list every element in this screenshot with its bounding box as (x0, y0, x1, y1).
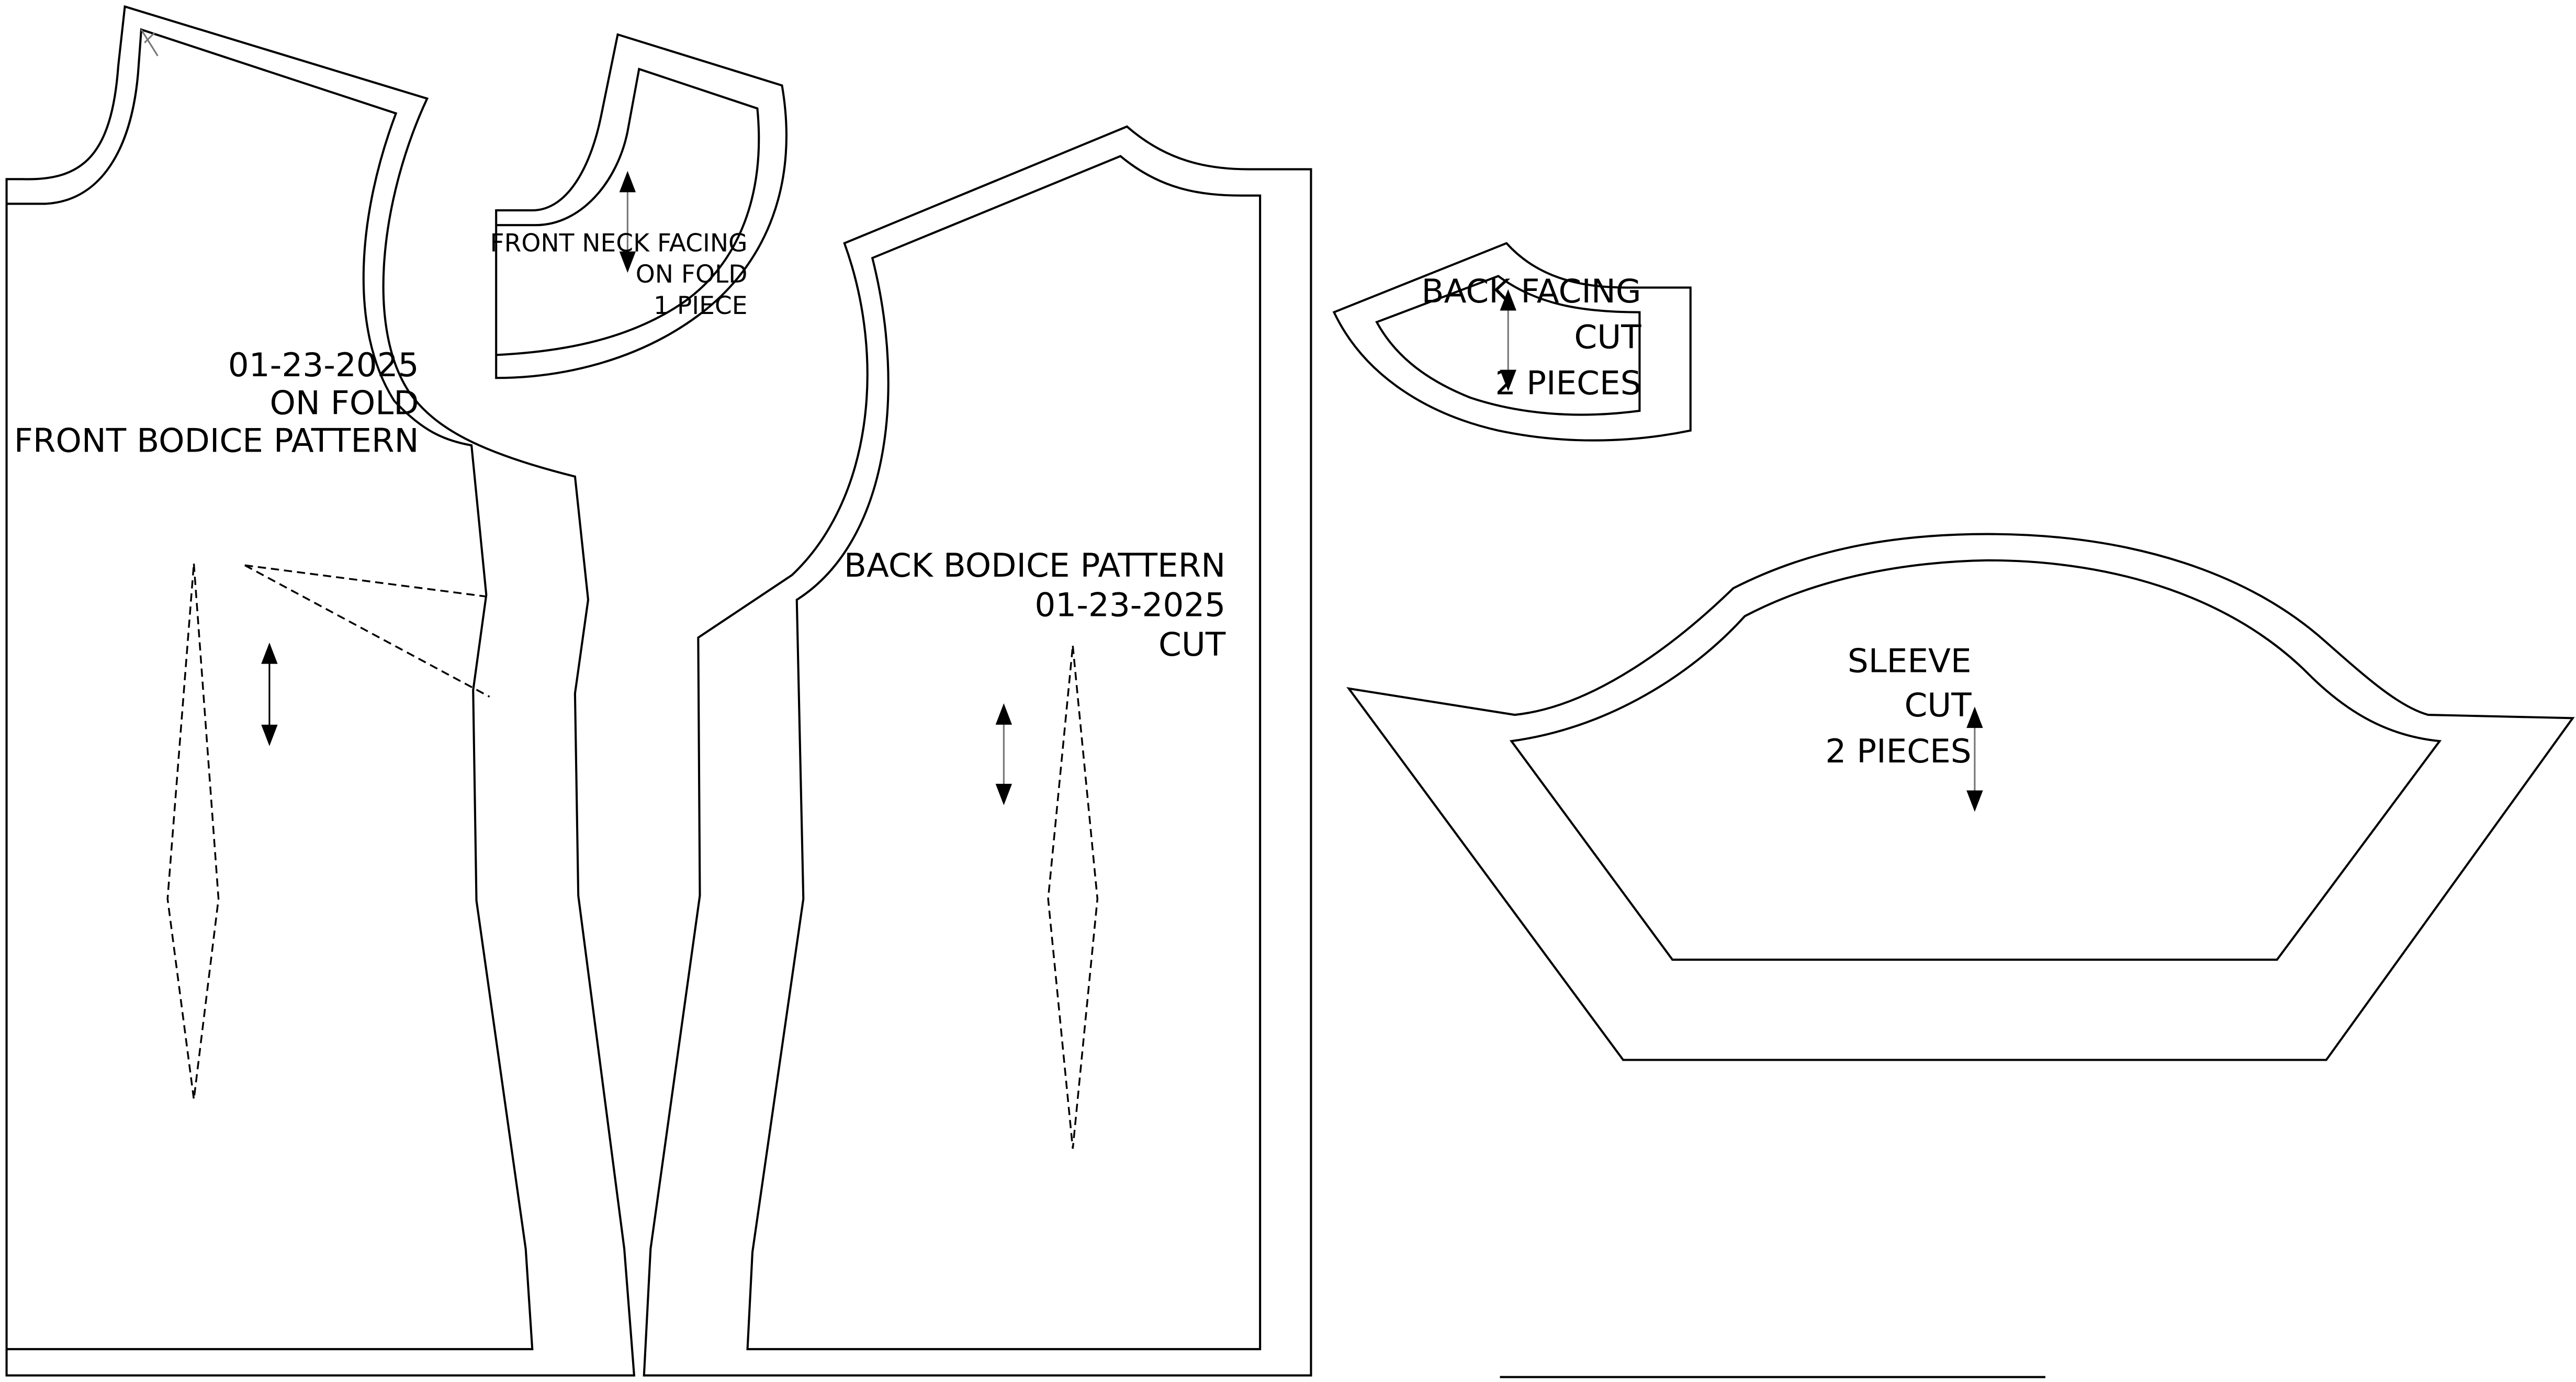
back-bodice-waist-dart (1047, 645, 1099, 1149)
sleeve-quantity: 2 PIECES (1825, 732, 1971, 770)
front-bodice-placement: ON FOLD (269, 384, 419, 422)
back-bodice-date: 01-23-2025 (1034, 586, 1225, 624)
sleeve-piece: SLEEVE CUT 2 PIECES (1346, 533, 2575, 1061)
back-bodice-piece: BACK BODICE PATTERN 01-23-2025 CUT (643, 125, 1312, 1377)
sleeve-grainline-arrow (1966, 706, 1983, 812)
front-bodice-piece: 01-23-2025 ON FOLD FRONT BODICE PATTERN (5, 5, 636, 1377)
front-neck-facing-title: FRONT NECK FACING (490, 229, 748, 257)
back-bodice-seam-line (746, 154, 1262, 1351)
back-bodice-instruction: CUT (1158, 625, 1226, 664)
back-facing-grainline-arrow (1500, 289, 1516, 391)
front-neck-facing-grainline-arrow (619, 171, 636, 273)
front-neck-facing-placement: ON FOLD (636, 260, 748, 289)
front-bodice-date: 01-23-2025 (228, 346, 419, 384)
front-neck-facing-quantity: 1 PIECE (654, 291, 748, 320)
front-neck-facing-seam-line (496, 68, 760, 356)
back-facing-quantity: 2 PIECES (1495, 364, 1641, 402)
back-facing-piece: BACK FACING CUT 2 PIECES (1332, 242, 1692, 442)
sleeve-title: SLEEVE (1848, 642, 1972, 680)
front-bodice-grainline-arrow (261, 642, 278, 746)
back-facing-cutting-line (1332, 242, 1692, 442)
back-bodice-cutting-line (643, 125, 1312, 1377)
back-facing-instruction: CUT (1574, 318, 1641, 356)
back-bodice-title: BACK BODICE PATTERN (844, 546, 1225, 585)
front-bodice-cutting-line (5, 5, 636, 1377)
sleeve-cutting-line (1346, 533, 2575, 1061)
front-bodice-title: FRONT BODICE PATTERN (14, 422, 419, 460)
back-facing-title: BACK FACING (1422, 272, 1641, 310)
front-bodice-waist-dart (166, 563, 220, 1100)
front-neck-facing-cutting-line (495, 33, 788, 379)
back-facing-seam-line (1375, 275, 1641, 416)
front-bodice-seam-line (6, 28, 534, 1351)
sleeve-instruction: CUT (1904, 686, 1972, 724)
front-bodice-bust-dart (244, 564, 490, 698)
back-bodice-grainline-arrow (995, 703, 1013, 805)
sleeve-seam-line (1509, 559, 2442, 961)
front-neck-facing-piece: FRONT NECK FACING ON FOLD 1 PIECE (490, 33, 788, 379)
